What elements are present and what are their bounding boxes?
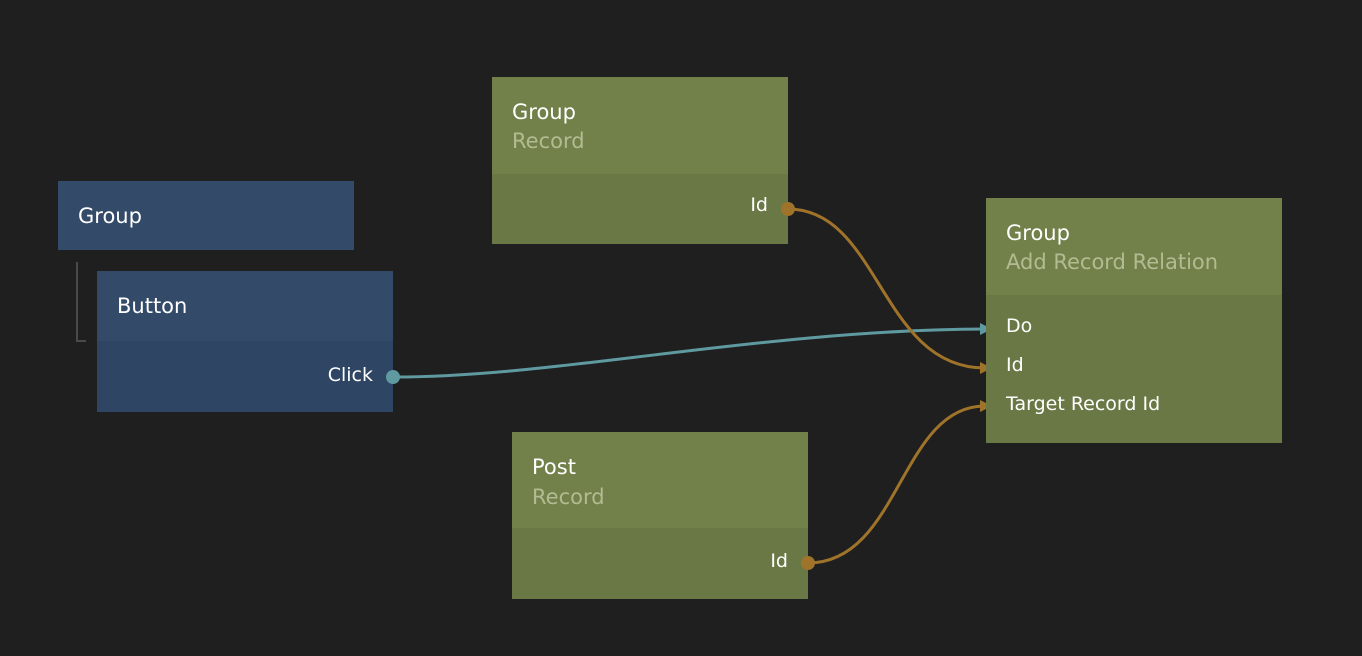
node-ports: Click: [97, 341, 393, 412]
group-record-node[interactable]: Group Record Id: [492, 77, 795, 244]
node-title: Group: [512, 100, 576, 124]
id-output-label: Id: [750, 194, 768, 216]
id-output-port[interactable]: [801, 556, 815, 570]
target-record-id-input-label: Target Record Id: [1006, 393, 1161, 415]
post-id-to-target-connection[interactable]: [807, 404, 986, 565]
node-ports: Id: [512, 528, 808, 599]
node-subtitle: Record: [512, 129, 585, 153]
node-title: Group: [1006, 221, 1070, 245]
node-title: Group: [78, 204, 142, 228]
post-record-node[interactable]: Post Record Id: [512, 432, 815, 599]
group-node[interactable]: Group: [58, 181, 354, 250]
node-header: Post Record: [512, 432, 808, 528]
hierarchy-connector: [76, 262, 86, 342]
id-input-label: Id: [1006, 354, 1024, 376]
node-subtitle: Record: [532, 485, 605, 509]
node-header: Group Record: [492, 77, 788, 174]
click-output-label: Click: [327, 364, 373, 386]
node-header: Group Add Record Relation: [986, 198, 1282, 295]
id-output-label: Id: [770, 550, 788, 572]
button-node[interactable]: Button Click: [97, 271, 400, 412]
node-ports: Id: [492, 174, 788, 244]
click-to-do-connection[interactable]: [392, 327, 986, 379]
node-subtitle: Add Record Relation: [1006, 250, 1219, 274]
add-record-relation-node[interactable]: Group Add Record Relation Do Id Target R…: [986, 198, 1282, 443]
record-id-to-id-connection[interactable]: [787, 207, 986, 370]
node-title: Post: [532, 455, 576, 479]
click-output-port[interactable]: [386, 370, 400, 384]
node-ports: Do Id Target Record Id: [986, 295, 1282, 443]
id-output-port[interactable]: [781, 202, 795, 216]
node-title: Button: [117, 294, 188, 318]
do-input-label: Do: [1006, 315, 1033, 337]
